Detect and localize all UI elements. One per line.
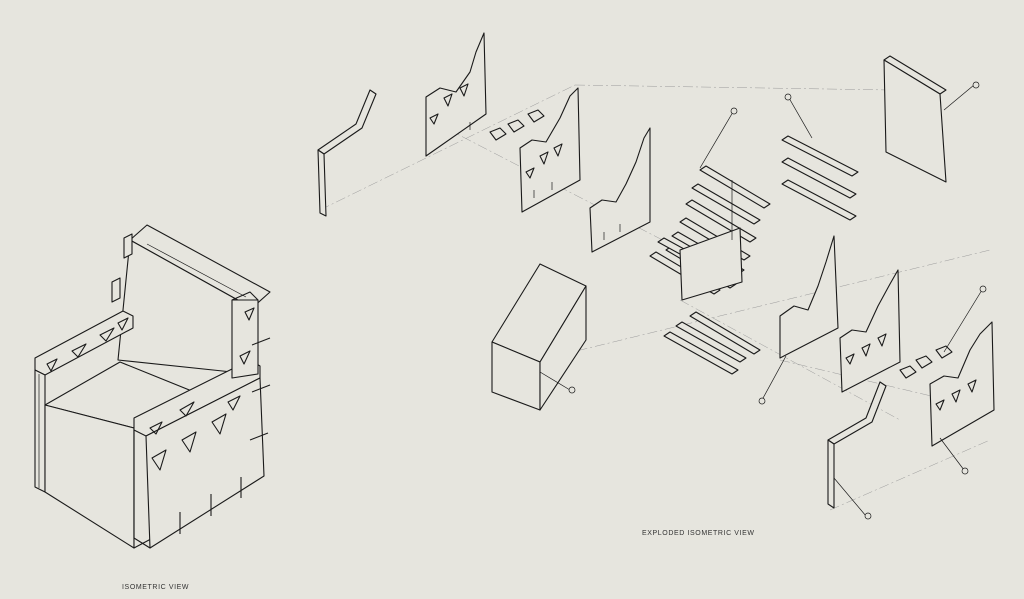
assembled-chair-isometric-view (34, 224, 271, 549)
exploded-view (317, 32, 995, 520)
right-side-panel (111, 233, 271, 549)
side-panel-5 (839, 269, 901, 393)
toothed-rails-lower (663, 311, 761, 375)
exploded-view-caption: EXPLODED ISOMETRIC VIEW (642, 530, 755, 537)
balloon-e (758, 397, 766, 405)
bent-bracket-bottom (827, 381, 887, 509)
back-board (883, 55, 947, 183)
item-balloons (539, 81, 987, 520)
side-panel-6 (929, 321, 995, 447)
backrest-panel (117, 224, 271, 373)
bent-bracket-top (317, 89, 377, 217)
side-panel-2 (519, 87, 581, 213)
connector-blocks-upper (489, 109, 545, 141)
side-panel-1 (425, 32, 487, 157)
connector-blocks-lower (899, 345, 953, 379)
balloon-c (972, 81, 980, 89)
balloon-b (784, 93, 792, 101)
balloon-f (979, 285, 987, 293)
balloon-a (730, 107, 738, 115)
side-panel-3 (589, 127, 651, 253)
isometric-view-caption: ISOMETRIC VIEW (122, 584, 190, 591)
side-panel-4 (779, 235, 839, 359)
balloon-h (864, 512, 872, 520)
balloon-g (961, 467, 969, 475)
balloon-d (568, 386, 576, 394)
toothed-rails-upper (781, 135, 859, 221)
left-side-panel (34, 310, 134, 493)
slat-stack (649, 165, 771, 301)
